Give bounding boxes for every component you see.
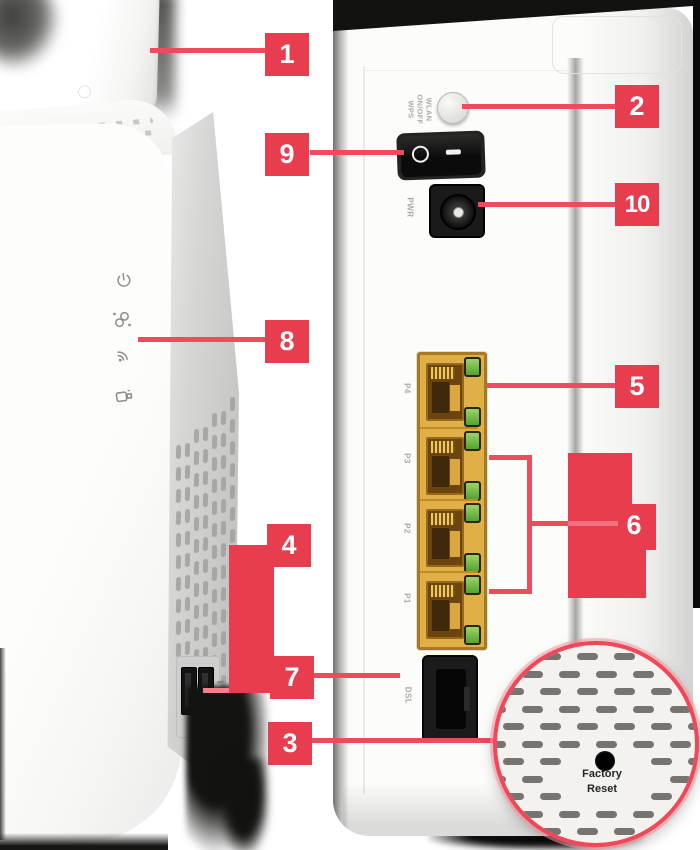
callout-3: 3 — [268, 722, 312, 765]
leader-1 — [150, 48, 265, 53]
panel-edge-shade — [567, 58, 584, 806]
ethernet-port-label: P2 — [402, 523, 412, 534]
leader-3 — [308, 738, 494, 743]
callout-1: 1 — [265, 33, 309, 76]
port-led — [464, 625, 481, 645]
bracket-6-mid — [532, 521, 568, 526]
callout-6-block — [632, 550, 646, 598]
wlan-wps-button-label: WLAN ON/OFF WPS — [406, 94, 434, 125]
power-jack — [429, 184, 485, 238]
port-led — [464, 357, 481, 377]
power-icon — [117, 273, 131, 287]
leader-8 — [138, 337, 265, 342]
callout-10: 10 — [615, 183, 659, 226]
handle-recess — [552, 16, 682, 74]
internet-icon — [113, 311, 131, 328]
power-jack-label: PWR — [405, 197, 415, 218]
port-led — [464, 481, 481, 501]
device-shadow — [220, 758, 268, 850]
wifi-icon — [117, 351, 128, 362]
callout-6: 6 — [626, 509, 642, 540]
callout-7: 7 — [270, 656, 314, 699]
leader-2 — [462, 104, 615, 109]
ethernet-port-p1 — [420, 571, 481, 645]
ethernet-port-label: P4 — [402, 383, 412, 394]
dsl-port-label: DSL — [403, 686, 413, 705]
power-on-symbol — [445, 149, 461, 155]
leader-4-tip — [203, 688, 231, 693]
leader-10 — [478, 202, 615, 207]
panel-crease — [363, 66, 365, 794]
port-led — [464, 553, 481, 573]
edge-shadow — [693, 0, 700, 608]
panel-crease — [363, 70, 569, 71]
port-led — [464, 503, 481, 523]
callout-8: 8 — [265, 320, 309, 363]
callout-4-band — [229, 545, 274, 693]
edge-shadow — [0, 648, 6, 840]
ethernet-port-label: P1 — [402, 593, 412, 604]
power-switch — [396, 130, 486, 181]
antenna-dimple — [77, 85, 92, 99]
port-led — [464, 575, 481, 595]
factory-reset-hole — [595, 751, 615, 771]
callout-6-block — [632, 504, 656, 550]
bracket-6-stem — [527, 455, 532, 594]
leader-7 — [311, 673, 400, 678]
device-front-face — [0, 122, 184, 844]
bottom-shadow — [0, 833, 168, 850]
callout-2: 2 — [615, 85, 659, 128]
callout-9: 9 — [265, 133, 309, 176]
callout-5: 5 — [615, 365, 659, 408]
leader-6-overlay — [568, 521, 618, 526]
ethernet-port-p2 — [420, 499, 481, 573]
factory-reset-label: Factory Reset — [582, 768, 622, 795]
leader-9 — [310, 150, 404, 155]
usb-icon — [115, 389, 133, 403]
leader-5 — [486, 383, 615, 388]
bracket-6-top — [489, 455, 532, 460]
ethernet-port-p3 — [420, 427, 481, 501]
dsl-port — [422, 655, 478, 743]
ethernet-port-block — [417, 352, 487, 650]
callout-4: 4 — [267, 524, 311, 567]
corner-shadow — [0, 0, 60, 70]
bracket-6-bottom — [489, 589, 532, 594]
rear-left-edge — [333, 8, 349, 836]
ethernet-port-label: P3 — [402, 453, 412, 464]
factory-reset-magnifier: Factory Reset — [493, 641, 699, 847]
ethernet-port-p4 — [420, 355, 481, 427]
port-led — [464, 431, 481, 451]
port-led — [464, 407, 481, 427]
